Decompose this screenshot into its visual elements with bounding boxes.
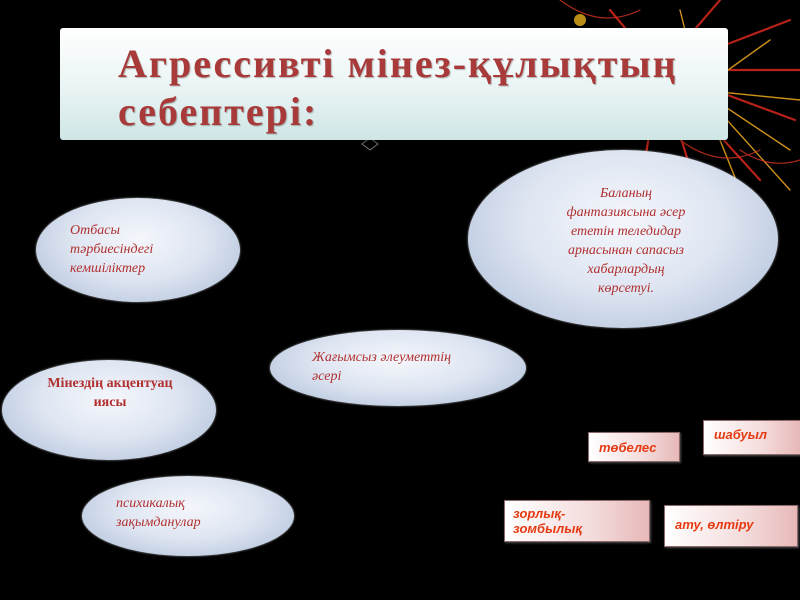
action-label-attack: шабуыл: [714, 427, 767, 442]
page-title: Агрессивті мінез-құлықтың себептері:: [118, 40, 718, 136]
cause-label-tv: Баланың фантазиясына әсер ететін теледид…: [560, 184, 692, 298]
cause-oval-accentuation: Мінездің акцентуациясы: [2, 360, 216, 460]
cause-oval-tv: Баланың фантазиясына әсер ететін теледид…: [468, 150, 778, 328]
action-box-shoot-kill: ату, өлтіру: [664, 505, 798, 547]
cause-oval-family: Отбасы тәрбиесіндегі кемшіліктер: [36, 198, 240, 302]
cause-oval-psychological: психикалық зақымданулар: [82, 476, 294, 556]
cause-label-family: Отбасы тәрбиесіндегі кемшіліктер: [70, 221, 200, 278]
cause-label-accentuation: Мінездің акцентуациясы: [44, 374, 176, 412]
action-label-fight: төбелес: [599, 440, 656, 455]
action-box-violence: зорлық-зомбылық: [504, 500, 650, 542]
cause-label-social: Жағымсыз әлеуметтің әсері: [312, 348, 482, 386]
title-banner: Агрессивті мінез-құлықтың себептері:: [60, 28, 728, 140]
action-box-fight: төбелес: [588, 432, 680, 462]
action-box-attack: шабуыл: [703, 420, 800, 455]
cause-label-psychological: психикалық зақымданулар: [116, 494, 266, 532]
action-label-violence: зорлық-зомбылық: [513, 506, 603, 536]
cause-oval-social: Жағымсыз әлеуметтің әсері: [270, 330, 526, 406]
action-label-shoot-kill: ату, өлтіру: [675, 517, 753, 532]
